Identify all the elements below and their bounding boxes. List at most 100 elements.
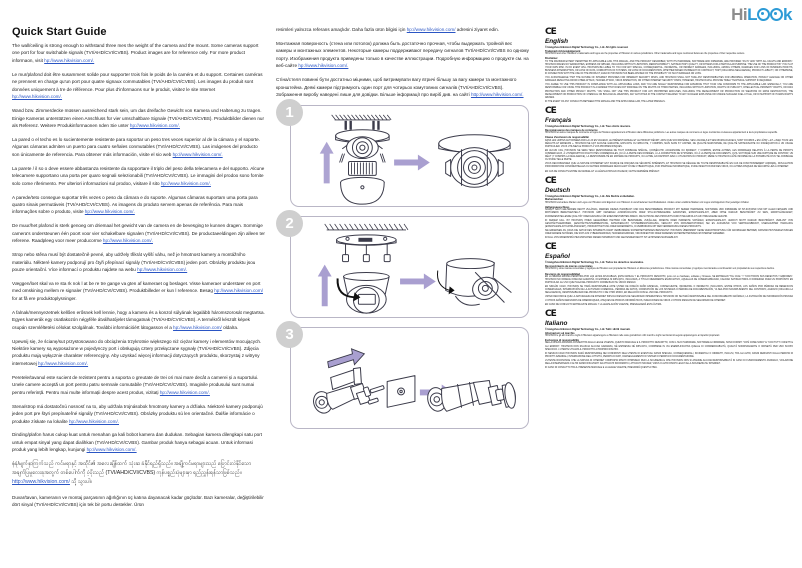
hikvision-link[interactable]: hp://www.hikvision.com/.: [129, 122, 180, 128]
ce-mark-icon: CE: [545, 175, 557, 186]
hikvision-link[interactable]: hp://www.hikvision.com/.: [137, 267, 188, 272]
step-1: 1: [276, 99, 529, 207]
legal-subheading: Trademark Acknowledgement: [545, 49, 581, 53]
step-3-badge: 3: [276, 321, 303, 348]
legal-body: YOU ACKNOWLEDGE THAT THE NATURE OF INTER…: [545, 77, 793, 83]
logo-hi-text: Hi: [731, 5, 748, 24]
hikvision-link[interactable]: hp://www.hikvision.com/.: [12, 94, 63, 100]
legal-subheading: Informazioni sul marchio: [545, 331, 575, 335]
legal-body: EN NINGÚN CASO, HIKVISION SE HARÁ RESPON…: [545, 286, 793, 295]
hikvision-link[interactable]: hp://www.hikvision.com/.: [38, 360, 89, 366]
legal-body: HIKVISION und andere Marken und Logos vo…: [545, 201, 750, 204]
hikvision-link[interactable]: http://www.hikvision.com/.: [470, 92, 524, 98]
legal-subheading: Disclaimer: [545, 57, 558, 61]
hikvision-link[interactable]: hp://www.hikvision.com/.: [172, 151, 223, 157]
hikvision-link[interactable]: hp://www.hikvision.com/.: [298, 63, 349, 69]
paragraph-text: Dinding/plafon harus cukup kuat untuk me…: [12, 432, 263, 453]
paragraph-russian: Монтажная поверхность (стена или потолок…: [276, 40, 529, 70]
language-heading: Deutsch: [545, 186, 571, 194]
paragraph-dutch: De muur/het plafond is sterk genoeg om d…: [12, 222, 265, 244]
language-heading: Italiano: [545, 319, 568, 327]
paragraph-text: Upewnij się, że ścianę/sut przystosowano…: [12, 338, 262, 366]
paragraph-text: Стіна/стеля повинні бути достатньо міцни…: [276, 77, 517, 98]
copyright-line: © Hangzhou Hikvision Digital Technology …: [545, 124, 631, 128]
paragraph-text: Duvar/tavan, kameranın ve montaj parçası…: [12, 495, 264, 508]
paragraph-text: La parete / il so o deve essere abbastan…: [12, 165, 265, 186]
paragraph-text: Strop nebo stěna musí být dostatečně pev…: [12, 252, 256, 272]
hikvision-link[interactable]: hp://www.hikvision.com/.: [86, 447, 137, 453]
column-two-paragraphs: resimleri yalnızca referans amaçlıdır. D…: [276, 26, 529, 99]
legal-body: HIKVISION e gli altri marchi e loghi di …: [545, 334, 720, 337]
legal-subheading: Clause d'exclusion de responsabilité: [545, 136, 589, 140]
legal-body: L'UTENTE RICONOSCE CHE LA NATURA DI INTE…: [545, 359, 793, 365]
legal-body: DANS LES LIMITES AUTORISÉES PAR LA LOI E…: [545, 139, 793, 148]
ce-mark-icon: CE: [545, 105, 557, 116]
legal-subheading: Haftungsausschluss: [545, 205, 570, 209]
hikvision-link[interactable]: hp://www.hikvision.com/.: [102, 238, 153, 244]
paragraph-turkish-cont: resimleri yalnızca referans amaçlıdır. D…: [276, 26, 529, 33]
copyright-line: © Hangzhou Hikvision Digital Technology …: [545, 194, 635, 198]
ce-mark-icon: CE: [545, 308, 557, 319]
paragraph-romanian: Peretele/tavanul este sucient de reziste…: [12, 374, 265, 396]
turret-camera-diagram: [317, 223, 512, 314]
step-3-figure-box: [290, 327, 529, 429]
legal-body: TO THE MAXIMUM EXTENT PERMITTED BY APPLI…: [545, 60, 793, 76]
copyright-line: © Hangzhou Hikvision Digital Technology …: [545, 327, 631, 331]
copyright-line: © Hangzhou Hikvision Digital Technology …: [545, 46, 629, 49]
hikvision-link[interactable]: hp://www.hikvision.com/.: [44, 57, 95, 63]
hikvision-link[interactable]: hp://www.hikvision.com/: [214, 288, 263, 294]
hikvision-link[interactable]: hp://www.hikvision.com/.: [160, 180, 211, 186]
step-2-badge: 2: [276, 210, 303, 237]
language-heading: English: [545, 38, 569, 45]
hikvision-link[interactable]: http://www.hikvision.com/: [12, 479, 70, 486]
legal-body: HIKVISION y otras marcas comerciales y l…: [545, 268, 775, 271]
paragraph-tail: oldalra.: [221, 324, 239, 330]
paragraph-slovak: Stena/strop má dostatočnú nosnosť na to,…: [12, 403, 265, 425]
legal-body: SIE ERKENNEN AN, DASS DIE NATUR DES INTE…: [545, 229, 793, 235]
legal-body: USTED RECONOCE QUE LA NATURALEZA DE INTE…: [545, 296, 793, 302]
logo-lens-icon-1: [757, 8, 771, 21]
paragraph-turkish: Duvar/tavan, kameranın ve montaj parçası…: [12, 494, 265, 509]
legal-body: NELLA MISURA MASSIMA CONSENTITA DALLA LE…: [545, 342, 793, 351]
paragraph-french: Le mur/plafond doit être susamment solid…: [12, 71, 265, 101]
legal-body: SOWEIT NACH GELTENDEM RECHT ZULÄSSIG, WE…: [545, 209, 793, 218]
step-1-figure-box: [290, 105, 529, 207]
ce-mark-icon: CE: [545, 242, 557, 253]
logo-k-text: k: [783, 5, 792, 24]
legal-body: EN CAS DE CONFLITS ENTRE CE MANUEL ET LA…: [545, 170, 660, 173]
legal-body: YOU AGREE TO USE THIS PRODUCT IN COMPLIA…: [545, 84, 793, 99]
paragraph-danish: Væggen/loet skal va re sta rk nok l at b…: [12, 280, 265, 302]
step-3: 3: [276, 321, 529, 429]
column-one-paragraphs: The wall/ceiling is strong enough to wit…: [12, 42, 265, 509]
paragraph-spanish: La pared o el techo es lo sucientemente …: [12, 136, 265, 158]
paragraph-text: La pared o el techo es lo sucientemente …: [12, 136, 260, 157]
legal-subheading: Reconnaissance des marques de commerce: [545, 128, 598, 132]
paragraph-text: Peretele/tavanul este sucient de reziste…: [12, 374, 259, 395]
legal-body: EN CASO DE CONFLICTO ENTRE ESTE MANUAL Y…: [545, 303, 662, 306]
paragraph-polish: Upewnij się, że ścianę/sut przystosowano…: [12, 338, 265, 368]
logo-l-text: L: [747, 5, 758, 24]
paragraph-burmese: နံရံ/မျက်နှာကြက်သည် ကင်မရာနှင့် အထိုင်၏ …: [12, 460, 265, 487]
legal-subheading: Markenzeichen: [545, 198, 563, 202]
legal-subheading: Esclusione di responsabilità: [545, 339, 579, 343]
paragraph-ukrainian: Стіна/стеля повинні бути достатньо міцни…: [276, 76, 529, 98]
hikvision-link[interactable]: hp://www.hikvision.com/.: [84, 209, 135, 215]
paragraph-tail: adresini ziyaret edin.: [455, 27, 499, 32]
paragraph-text: နံရံ/မျက်နှာကြက်သည် ကင်မရာနှင့် အထိုင်၏ …: [12, 461, 252, 477]
legal-body: IN THE EVENT OF ANY CONFLICTS BETWEEN TH…: [545, 100, 666, 103]
hikvision-link[interactable]: hp://www.hikvision.com/: [173, 324, 222, 330]
hikvision-link[interactable]: hp://www.hikvision.com/: [406, 27, 456, 32]
column-two: resimleri yalnızca referans amaçlıdır. D…: [276, 0, 529, 438]
page-title: Quick Start Guide: [12, 26, 107, 38]
hikvision-link[interactable]: hp://www.hikvision.com/.: [159, 389, 210, 395]
hikvision-link[interactable]: hp://www.hikvision.com/.: [68, 418, 119, 424]
legal-subheading: Reconocimiento de marcas comerciales: [545, 265, 593, 269]
